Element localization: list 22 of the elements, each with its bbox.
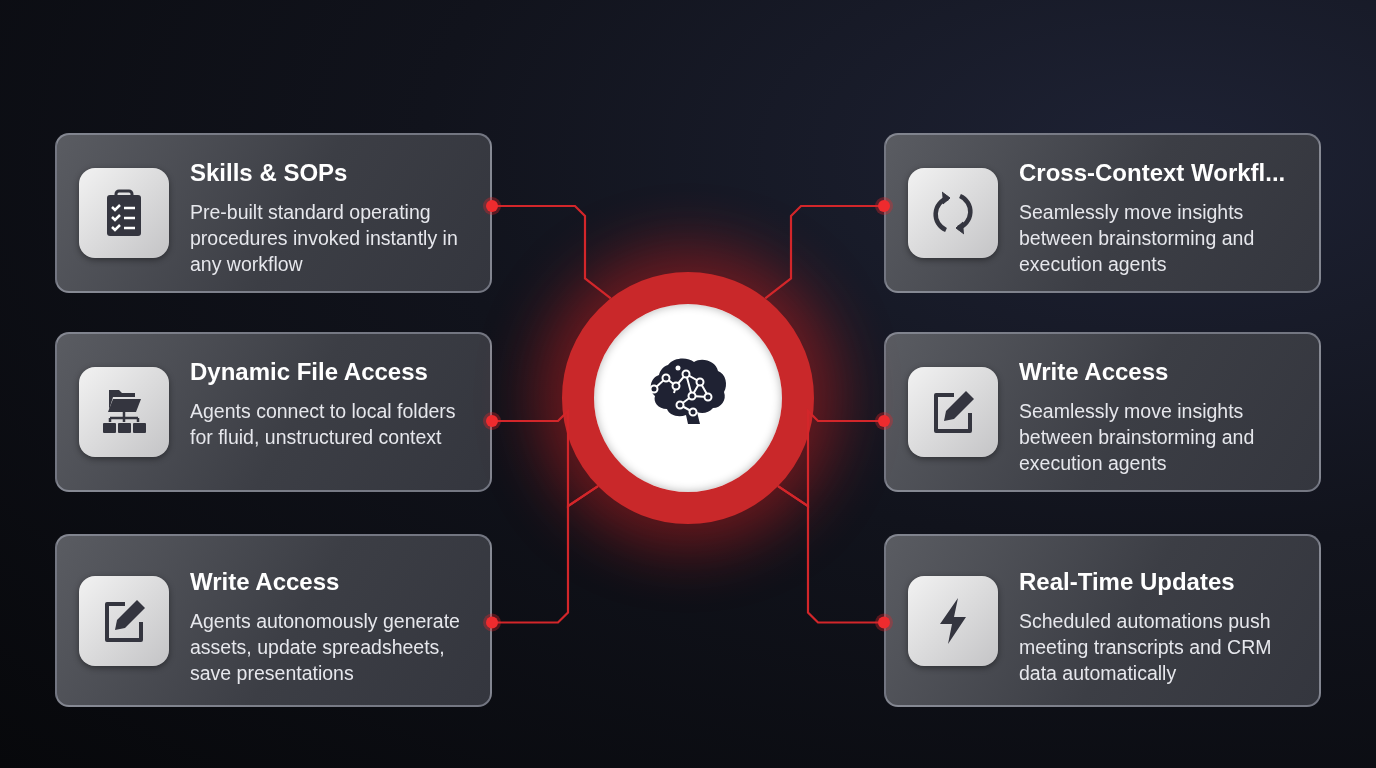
card-description: Agents connect to local folders for fluid, unstructured context (190, 399, 457, 450)
feature-card (884, 534, 1321, 707)
card-title: Write Access (190, 568, 341, 596)
connector-line (764, 197, 893, 300)
feature-card (55, 133, 492, 293)
card-description: Agents autonomously generate assets, update spreadsheets, save presentations (190, 609, 461, 686)
card-title: Real-Time Updates (1019, 568, 1236, 596)
feature-card (55, 534, 492, 707)
connector-line (483, 197, 612, 300)
card-description: Seamlessly move insights between brainstorming and execution agents (1019, 399, 1256, 476)
card-description: Pre-built standard operating procedures invoked instantly in any workflow (190, 200, 459, 277)
card-description: Seamlessly move insights between brainstorming and execution agents (1019, 200, 1256, 277)
connector-line (777, 485, 893, 632)
card-title: Write Access (1019, 358, 1170, 386)
feature-card (884, 332, 1321, 492)
card-description: Scheduled automations push meeting transcripts and CRM data automatically (1019, 609, 1273, 686)
card-title: Dynamic File Access (190, 358, 429, 386)
card-title: Cross-Context Workfl... (1019, 159, 1287, 187)
feature-card (884, 133, 1321, 293)
card-title: Skills & SOPs (190, 159, 349, 187)
connector-line (483, 485, 599, 632)
feature-card (55, 332, 492, 492)
